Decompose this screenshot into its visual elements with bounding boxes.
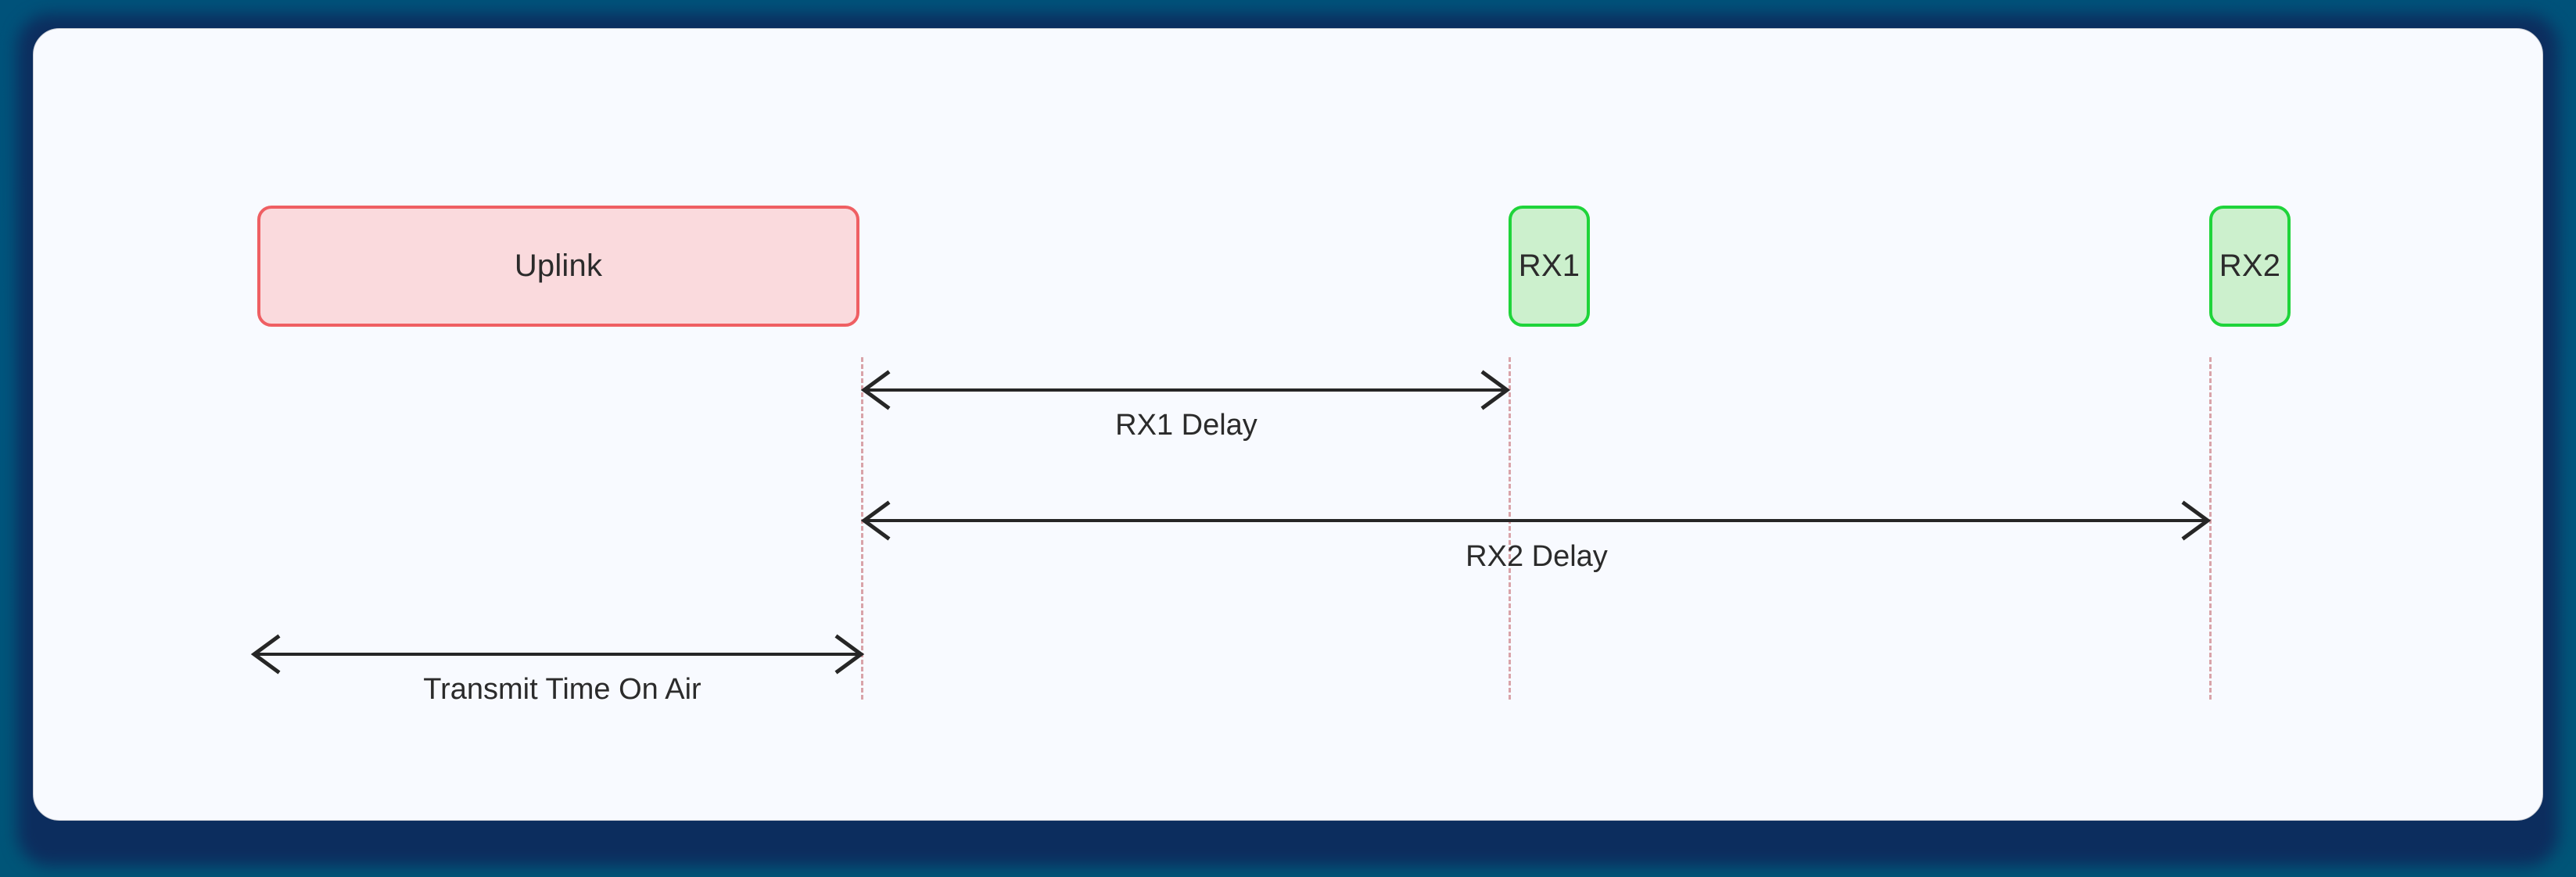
block-rx1-label: RX1 <box>1518 249 1580 283</box>
block-rx2[interactable]: RX2 <box>2209 206 2291 327</box>
arrow-label-rx2-delay: RX2 Delay <box>1466 540 1608 573</box>
arrow-rx1-delay <box>860 370 1511 410</box>
block-uplink[interactable]: Uplink <box>257 206 859 327</box>
guide-line-rx1 <box>1509 357 1511 700</box>
block-uplink-label: Uplink <box>514 249 603 283</box>
arrow-label-rx1-delay: RX1 Delay <box>1115 409 1258 442</box>
arrow-rx2-delay <box>860 500 2212 541</box>
arrow-transmit-time-on-air <box>250 634 865 675</box>
guide-line-uplink-end <box>861 357 863 700</box>
diagram-card: Uplink RX1 RX2 RX1 Delay RX2 Delay Trans… <box>33 28 2543 821</box>
arrow-label-transmit-time-on-air: Transmit Time On Air <box>423 673 701 706</box>
block-rx2-label: RX2 <box>2219 249 2281 283</box>
guide-line-rx2 <box>2209 357 2212 700</box>
block-rx1[interactable]: RX1 <box>1509 206 1590 327</box>
